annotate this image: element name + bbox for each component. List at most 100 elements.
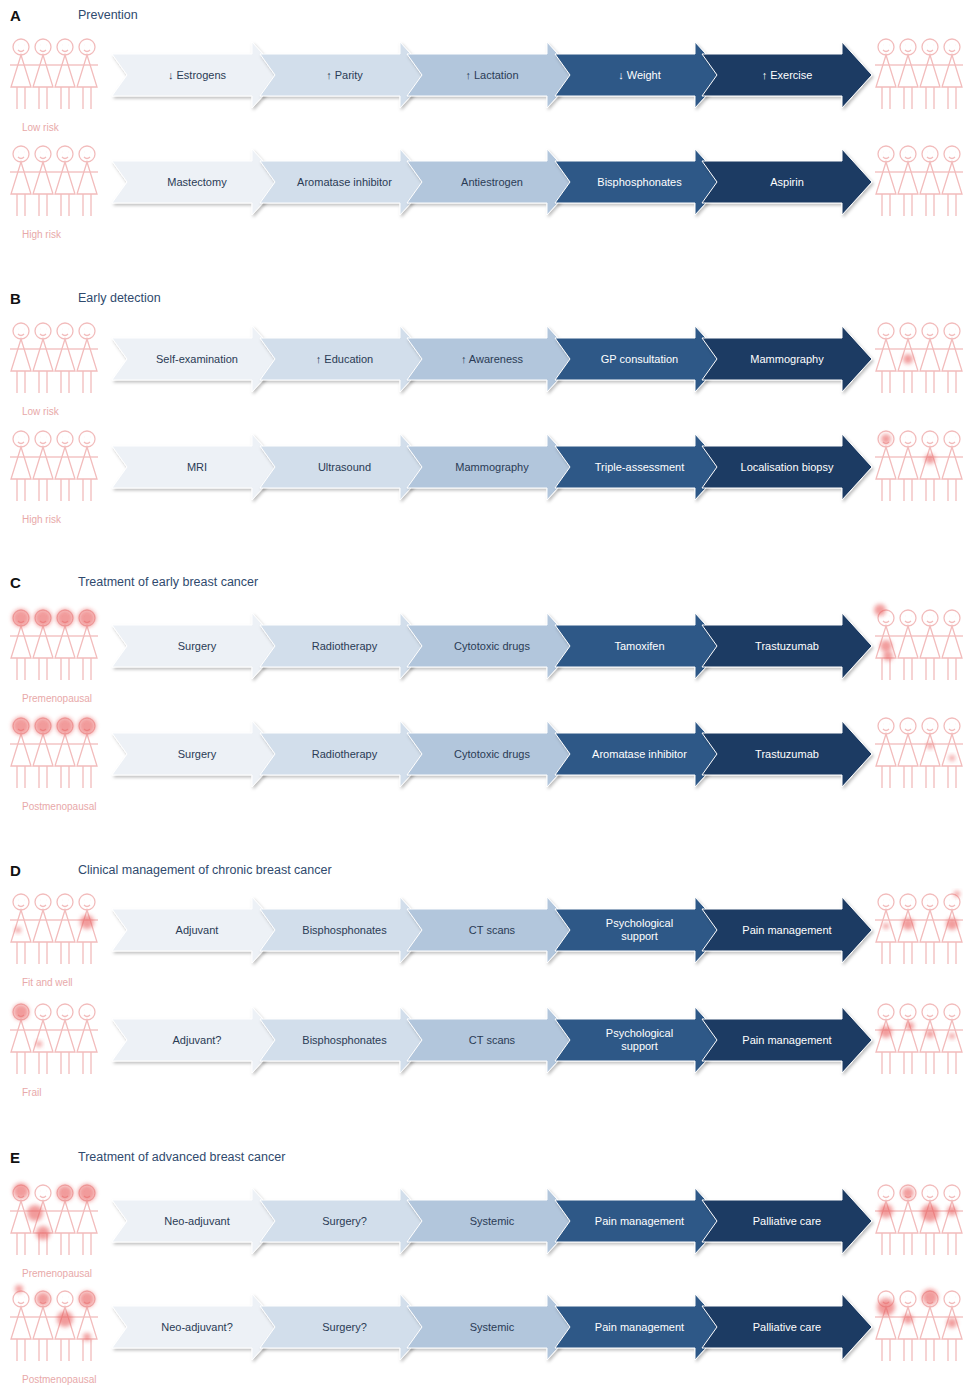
step-text: GP consultation <box>588 353 692 366</box>
chevron-arrow: Aromatase inhibitor <box>260 149 430 215</box>
chevron-arrow: Surgery <box>112 613 282 679</box>
step-text: Pain management <box>735 924 839 937</box>
step-text: Tamoxifen <box>588 640 692 653</box>
chevron-arrow: Mammography <box>407 434 577 500</box>
step-text: Localisation biopsy <box>735 461 839 474</box>
step-text: Ultrasound <box>293 461 397 474</box>
group-label: High risk <box>22 229 61 240</box>
chevron-arrow: Trastuzumab <box>702 721 872 787</box>
step-text: ↑ Exercise <box>735 69 839 82</box>
chevron-arrow: Mastectomy <box>112 149 282 215</box>
step-text: Surgery? <box>293 1321 397 1334</box>
step-text: Trastuzumab <box>735 640 839 653</box>
chevron-arrow: Cytotoxic drugs <box>407 721 577 787</box>
step-text: Bisphosphonates <box>293 924 397 937</box>
step-text: Pain management <box>735 1034 839 1047</box>
step-text: ↑ Education <box>293 353 397 366</box>
panel-letter: C <box>10 574 21 591</box>
group-label: Postmenopausal <box>22 801 97 812</box>
chevron-arrow: Ultrasound <box>260 434 430 500</box>
chevron-arrow: Surgery <box>112 721 282 787</box>
panel-title: Treatment of early breast cancer <box>78 575 258 589</box>
chevron-arrow: ↑ Awareness <box>407 326 577 392</box>
group-label: Fit and well <box>22 977 73 988</box>
group-label: Postmenopausal <box>22 1374 97 1385</box>
step-text: Surgery? <box>293 1215 397 1228</box>
step-text: Mammography <box>735 353 839 366</box>
step-text: ↓ Estrogens <box>145 69 249 82</box>
panel-title: Prevention <box>78 8 138 22</box>
step-text: Palliative care <box>735 1321 839 1334</box>
step-text: Triple-assessment <box>588 461 692 474</box>
chevron-arrow: Adjuvant <box>112 897 282 963</box>
step-text: Aromatase inhibitor <box>588 748 692 761</box>
chevron-arrow: Cytotoxic drugs <box>407 613 577 679</box>
step-text: CT scans <box>440 1034 544 1047</box>
step-text: Surgery <box>145 748 249 761</box>
chevron-arrow: Neo-adjuvant? <box>112 1294 282 1360</box>
chevron-arrow: Aspirin <box>702 149 872 215</box>
step-text: ↑ Lactation <box>440 69 544 82</box>
step-text: Mastectomy <box>145 176 249 189</box>
chevron-arrow: CT scans <box>407 1007 577 1073</box>
step-text: Aromatase inhibitor <box>293 176 397 189</box>
step-text: Cytotoxic drugs <box>440 748 544 761</box>
group-label: Low risk <box>22 122 59 133</box>
chevron-arrow: Localisation biopsy <box>702 434 872 500</box>
step-text: ↓ Weight <box>588 69 692 82</box>
step-text: Adjuvant <box>145 924 249 937</box>
chevron-arrow: Triple-assessment <box>555 434 725 500</box>
chevron-arrow: ↓ Weight <box>555 42 725 108</box>
chevron-arrow: Mammography <box>702 326 872 392</box>
chevron-arrow: Palliative care <box>702 1188 872 1254</box>
chevron-arrow: ↑ Parity <box>260 42 430 108</box>
chevron-arrow: Bisphosphonates <box>555 149 725 215</box>
chevron-arrow: Pain management <box>702 897 872 963</box>
step-text: Palliative care <box>735 1215 839 1228</box>
step-text: Aspirin <box>735 176 839 189</box>
group-label: Premenopausal <box>22 693 92 704</box>
step-text: Self-examination <box>145 353 249 366</box>
step-text: Systemic <box>440 1215 544 1228</box>
panel-letter: D <box>10 862 21 879</box>
chevron-arrow: ↑ Exercise <box>702 42 872 108</box>
chevron-arrow: Trastuzumab <box>702 613 872 679</box>
chevron-arrow: Bisphosphonates <box>260 897 430 963</box>
chevron-arrow: Self-examination <box>112 326 282 392</box>
step-text: Adjuvant? <box>145 1034 249 1047</box>
chevron-arrow: Antiestrogen <box>407 149 577 215</box>
step-text: ↑ Parity <box>293 69 397 82</box>
chevron-arrow: Adjuvant? <box>112 1007 282 1073</box>
step-text: Bisphosphonates <box>293 1034 397 1047</box>
group-label: High risk <box>22 514 61 525</box>
chevron-arrow: Bisphosphonates <box>260 1007 430 1073</box>
chevron-arrow: Psychological support <box>555 1007 725 1073</box>
chevron-arrow: Surgery? <box>260 1294 430 1360</box>
step-text: Neo-adjuvant? <box>145 1321 249 1334</box>
chevron-arrow: ↑ Lactation <box>407 42 577 108</box>
step-text: Cytotoxic drugs <box>440 640 544 653</box>
step-text: Radiotherapy <box>293 748 397 761</box>
chevron-arrow: Surgery? <box>260 1188 430 1254</box>
step-text: MRI <box>145 461 249 474</box>
chevron-arrow: ↓ Estrogens <box>112 42 282 108</box>
chevron-arrow: Radiotherapy <box>260 613 430 679</box>
chevron-arrow: Pain management <box>702 1007 872 1073</box>
step-text: ↑ Awareness <box>440 353 544 366</box>
chevron-arrow: Psychological support <box>555 897 725 963</box>
chevron-arrow: Neo-adjuvant <box>112 1188 282 1254</box>
chevron-arrow: Tamoxifen <box>555 613 725 679</box>
chevron-arrow: Aromatase inhibitor <box>555 721 725 787</box>
chevron-arrow: Systemic <box>407 1294 577 1360</box>
step-text: Antiestrogen <box>440 176 544 189</box>
chevron-arrow: MRI <box>112 434 282 500</box>
step-text: Pain management <box>588 1215 692 1228</box>
chevron-arrow: Systemic <box>407 1188 577 1254</box>
chevron-arrow: Pain management <box>555 1188 725 1254</box>
chevron-arrow: Pain management <box>555 1294 725 1360</box>
step-text: CT scans <box>440 924 544 937</box>
step-text: Bisphosphonates <box>588 176 692 189</box>
panel-letter: E <box>10 1149 20 1166</box>
group-label: Low risk <box>22 406 59 417</box>
